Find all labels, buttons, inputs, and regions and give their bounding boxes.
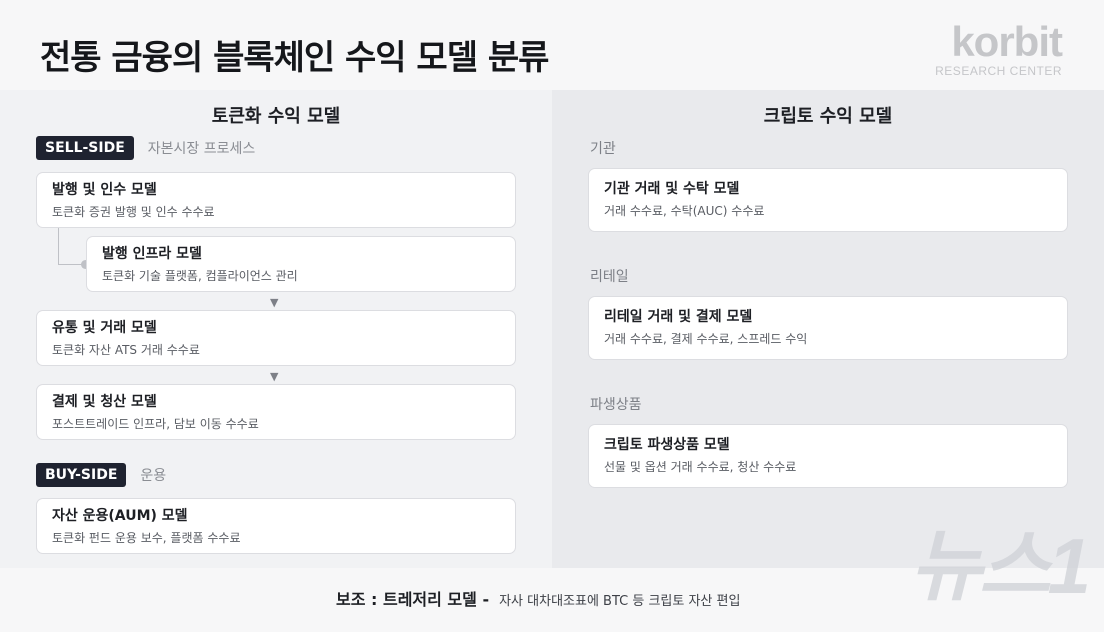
derivatives-label: 파생상품 <box>590 397 642 413</box>
institutional-card: 기관 거래 및 수탁 모델 거래 수수료, 수탁(AUC) 수수료 <box>588 168 1068 232</box>
card-desc: 포스트트레이드 인프라, 담보 이동 수수료 <box>52 417 259 431</box>
card-title: 발행 및 인수 모델 <box>52 182 157 198</box>
card-desc: 토큰화 증권 발행 및 인수 수수료 <box>52 205 215 219</box>
treasury-note: 보조 : 트레저리 모델 - 자사 대차대조표에 BTC 등 크립토 자산 편입 <box>336 586 740 610</box>
tokenization-column: 토큰화 수익 모델 SELL-SIDE 자본시장 프로세스 발행 및 인수 모델… <box>0 90 552 568</box>
down-arrow-icon: ▼ <box>270 296 279 309</box>
footer-sub: 자사 대차대조표에 BTC 등 크립토 자산 편입 <box>499 594 741 609</box>
card-desc: 토큰화 펀드 운용 보수, 플랫폼 수수료 <box>52 531 241 545</box>
crypto-column: 크립토 수익 모델 기관 기관 거래 및 수탁 모델 거래 수수료, 수탁(AU… <box>552 90 1104 568</box>
settlement-clearing-card: 결제 및 청산 모델 포스트트레이드 인프라, 담보 이동 수수료 <box>36 384 516 440</box>
derivatives-card: 크립토 파생상품 모델 선물 및 옵션 거래 수수료, 청산 수수료 <box>588 424 1068 488</box>
issuance-underwriting-card: 발행 및 인수 모델 토큰화 증권 발행 및 인수 수수료 <box>36 172 516 228</box>
retail-label: 리테일 <box>590 269 629 285</box>
buy-side-badge: BUY-SIDE <box>36 463 127 487</box>
footer-main: 보조 : 트레저리 모델 - <box>336 590 490 609</box>
down-arrow-icon: ▼ <box>270 370 279 383</box>
sell-side-header: SELL-SIDE 자본시장 프로세스 <box>36 136 255 160</box>
card-title: 크립토 파생상품 모델 <box>604 437 730 453</box>
card-desc: 토큰화 기술 플랫폼, 컴플라이언스 관리 <box>102 269 298 283</box>
issuance-infra-card: 발행 인프라 모델 토큰화 기술 플랫폼, 컴플라이언스 관리 <box>86 236 516 292</box>
sell-side-badge: SELL-SIDE <box>36 136 134 160</box>
card-desc: 거래 수수료, 결제 수수료, 스프레드 수익 <box>604 332 808 346</box>
card-title: 유통 및 거래 모델 <box>52 320 157 336</box>
sell-side-subtitle: 자본시장 프로세스 <box>147 141 256 157</box>
institutional-label: 기관 <box>590 141 616 157</box>
logo-subtitle: RESEARCH CENTER <box>935 64 1062 78</box>
asset-management-card: 자산 운용(AUM) 모델 토큰화 펀드 운용 보수, 플랫폼 수수료 <box>36 498 516 554</box>
card-title: 기관 거래 및 수탁 모델 <box>604 181 740 197</box>
distribution-trading-card: 유통 및 거래 모델 토큰화 자산 ATS 거래 수수료 <box>36 310 516 366</box>
card-title: 결제 및 청산 모델 <box>52 394 157 410</box>
news1-watermark: 뉴스1 <box>910 522 1091 610</box>
right-column-title: 크립토 수익 모델 <box>763 106 893 127</box>
page-title: 전통 금융의 블록체인 수익 모델 분류 <box>40 38 549 78</box>
buy-side-header: BUY-SIDE 운용 <box>36 463 166 487</box>
sub-model-connector <box>58 228 85 265</box>
card-title: 리테일 거래 및 결제 모델 <box>604 309 753 325</box>
footer: 보조 : 트레저리 모델 - 자사 대차대조표에 BTC 등 크립토 자산 편입 <box>0 568 1104 632</box>
korbit-logo: korbit RESEARCH CENTER <box>935 18 1063 79</box>
left-column-title: 토큰화 수익 모델 <box>211 106 341 127</box>
retail-card: 리테일 거래 및 결제 모델 거래 수수료, 결제 수수료, 스프레드 수익 <box>588 296 1068 360</box>
logo-wordmark: korbit <box>951 18 1063 65</box>
connector-dot <box>81 260 90 269</box>
card-desc: 거래 수수료, 수탁(AUC) 수수료 <box>604 204 765 218</box>
card-title: 발행 인프라 모델 <box>102 246 202 262</box>
card-desc: 토큰화 자산 ATS 거래 수수료 <box>52 343 200 357</box>
card-desc: 선물 및 옵션 거래 수수료, 청산 수수료 <box>604 460 797 474</box>
card-title: 자산 운용(AUM) 모델 <box>52 508 188 524</box>
buy-side-subtitle: 운용 <box>140 468 167 484</box>
